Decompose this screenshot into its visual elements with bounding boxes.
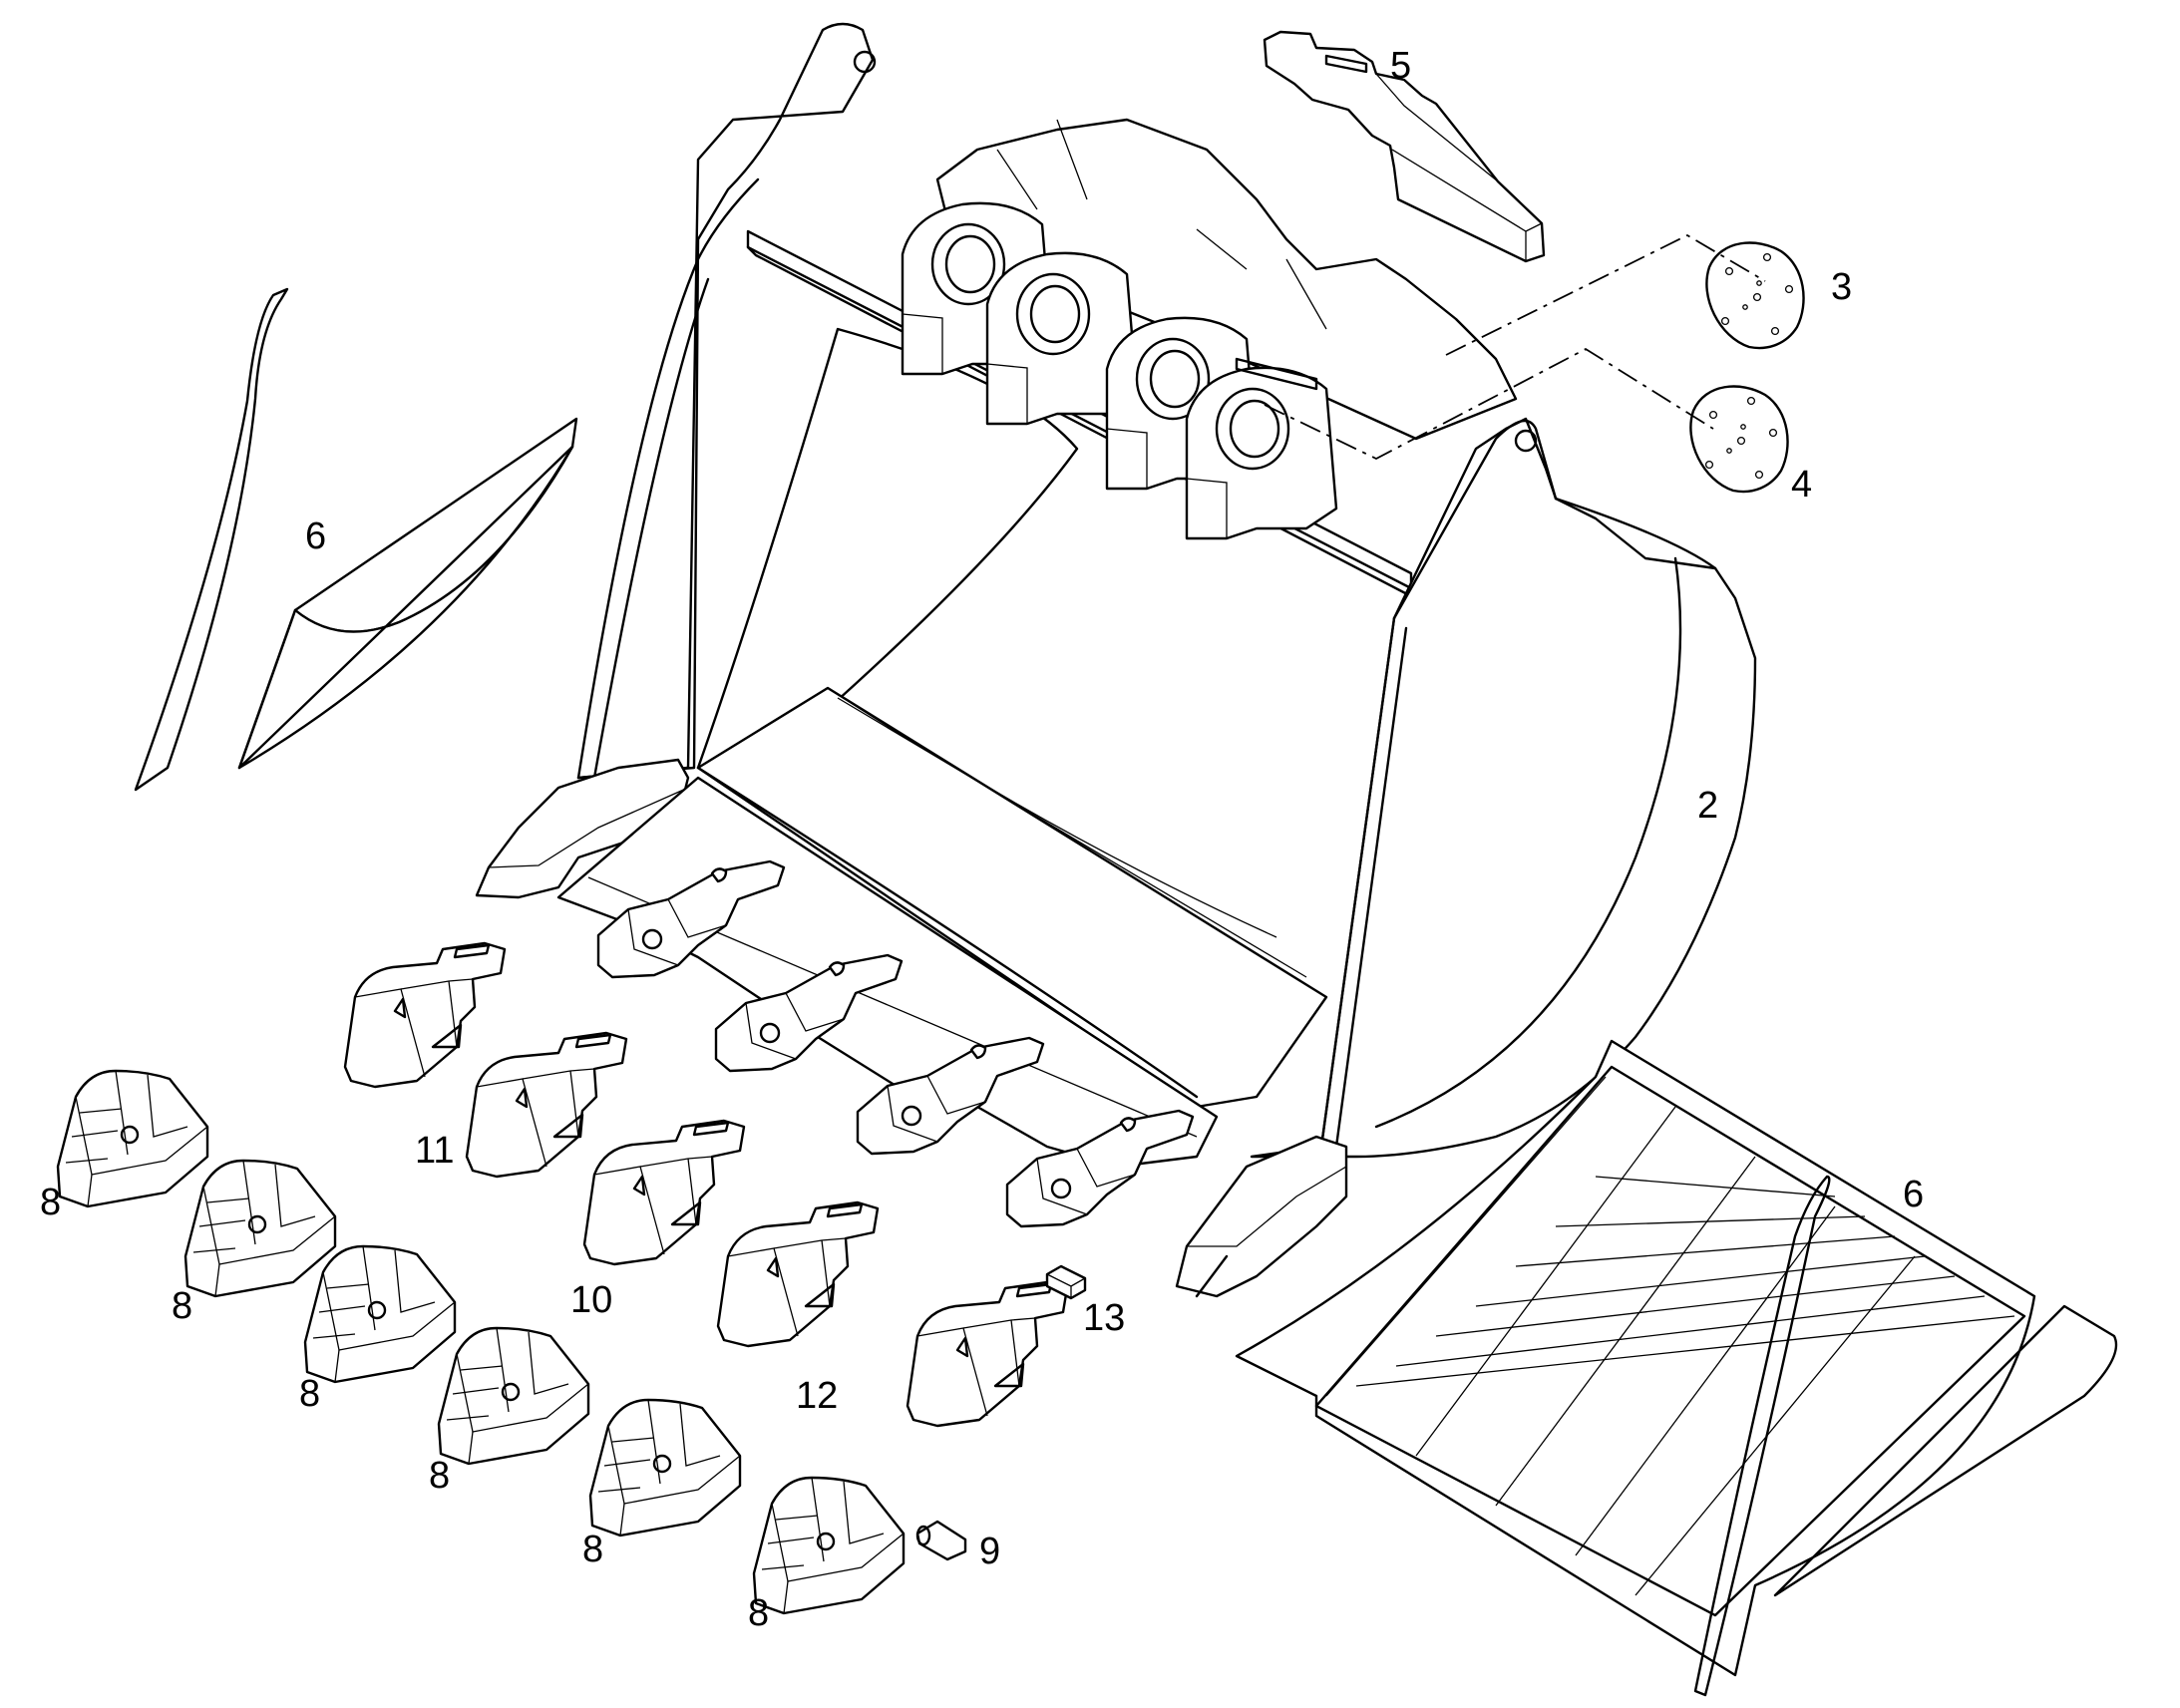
callout-cover-upper: 3 xyxy=(1831,266,1852,308)
pin xyxy=(915,1520,967,1561)
leader-line-3 xyxy=(1445,233,1766,356)
cover-plate-3 xyxy=(1705,241,1805,350)
cover-plate-4 xyxy=(1689,385,1789,494)
callout-tooth-2: 8 xyxy=(172,1285,192,1327)
callout-adapter-11: 11 xyxy=(415,1130,454,1172)
retainer xyxy=(1045,1264,1087,1300)
callout-pin: 9 xyxy=(979,1531,1000,1572)
callout-tooth-5: 8 xyxy=(582,1529,603,1570)
wear-grid-right xyxy=(1235,1039,2118,1697)
callouts: 2 3 4 5 6 6 8 8 8 8 8 8 9 10 11 12 13 xyxy=(40,45,1924,1634)
callout-retainer: 13 xyxy=(1083,1297,1125,1339)
callout-tooth-1: 8 xyxy=(40,1182,61,1223)
callout-cover-lower: 4 xyxy=(1791,464,1812,506)
mounting-lugs xyxy=(901,118,1518,540)
lip-plate xyxy=(1263,30,1546,263)
callout-tooth-6: 8 xyxy=(748,1592,769,1634)
leader-line-4 xyxy=(1264,347,1714,461)
callout-lip-plate: 5 xyxy=(1390,45,1411,87)
wear-strip-left xyxy=(134,287,578,792)
callout-adapter-10: 10 xyxy=(570,1279,612,1321)
callout-tooth-3: 8 xyxy=(299,1373,320,1415)
callout-bucket: 2 xyxy=(1697,785,1718,827)
callout-wear-grid-right: 6 xyxy=(1903,1174,1924,1215)
callout-adapter-12: 12 xyxy=(796,1375,838,1417)
callout-wear-strip-left: 6 xyxy=(305,515,326,557)
callout-tooth-4: 8 xyxy=(429,1455,450,1497)
